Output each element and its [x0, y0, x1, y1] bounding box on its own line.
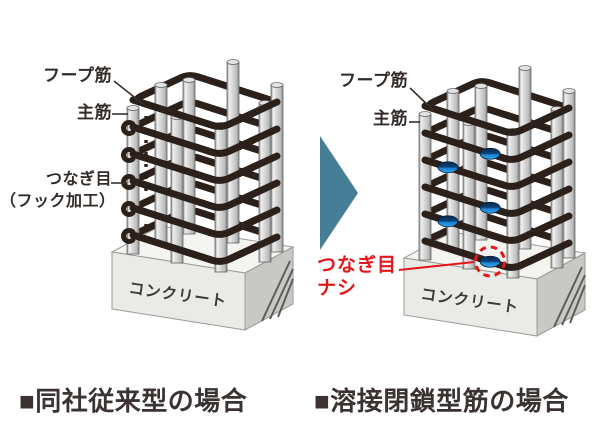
- red-leader-line: [398, 261, 475, 271]
- label-no-joint-line1: つなぎ目: [317, 255, 398, 276]
- main-bar-cap: [226, 59, 240, 65]
- hoop-bar-front: [421, 102, 573, 136]
- label-main-bar-left: 主筋: [77, 103, 112, 122]
- weld-spot: [479, 255, 501, 268]
- hoop-bar-front: [421, 156, 573, 190]
- label-joint-hook-left: つなぎ目 （フック加工）: [0, 169, 116, 213]
- concrete-hatch-line: [553, 266, 583, 328]
- highlight-circle: [474, 245, 506, 278]
- weld-spot: [437, 161, 459, 174]
- hook-joint: [121, 120, 136, 136]
- hoop-bar-front: [421, 129, 573, 163]
- weld-spot: [437, 215, 459, 228]
- cage-conventional: [110, 59, 295, 331]
- main-bar-cap: [270, 82, 284, 88]
- main-bar: [214, 124, 228, 273]
- main-bar-cap: [154, 82, 168, 88]
- hoop-bar-front: [421, 210, 573, 244]
- concrete-hatch-line: [269, 268, 294, 320]
- cage-welded-closed: [402, 65, 587, 337]
- weld-spot: [479, 201, 501, 214]
- main-bar-cap: [446, 88, 460, 94]
- hoop-bar-front: [129, 204, 281, 238]
- hook-joint: [121, 147, 136, 163]
- main-bar-cap: [418, 111, 432, 117]
- main-bar: [182, 79, 196, 235]
- caption-conventional: ■同社従来型の場合: [19, 386, 248, 416]
- main-bar: [506, 130, 520, 279]
- concrete-hatch-line: [569, 284, 586, 324]
- hoop-bar-front: [129, 123, 281, 157]
- hook-joint: [121, 228, 136, 244]
- hoop-bar-front: [129, 150, 281, 184]
- concrete-hatch-line: [561, 274, 586, 326]
- main-bar: [562, 90, 576, 259]
- concrete-hatch-line: [261, 260, 291, 322]
- main-bar: [474, 85, 488, 241]
- main-bar-cap: [562, 88, 576, 94]
- label-no-joint-line2: ナシ: [317, 278, 358, 299]
- hoop-bar-front: [129, 96, 281, 130]
- caption-welded: ■溶接閉鎖型筋の場合: [314, 386, 569, 416]
- label-no-joint-right: つなぎ目 ナシ: [317, 254, 397, 300]
- label-hoop-bar-left: フープ筋: [43, 66, 112, 85]
- label-hoop-bar-right: フープ筋: [339, 71, 408, 90]
- transition-arrow-icon: [320, 136, 358, 250]
- hoop-bar-front: [421, 183, 573, 217]
- label-main-bar-right: 主筋: [373, 109, 408, 128]
- weld-spot: [479, 147, 501, 160]
- concrete-hatch-line: [277, 278, 294, 318]
- hoop-bar-front: [129, 231, 281, 265]
- leader-line: [113, 80, 144, 105]
- main-bar: [270, 84, 284, 253]
- hook-joint: [121, 201, 136, 217]
- hoop-bar-front: [129, 177, 281, 211]
- main-bar-cap: [126, 105, 140, 111]
- label-joint-hook-line2: （フック加工）: [0, 193, 116, 210]
- leader-line: [409, 87, 434, 111]
- main-bar-cap: [182, 77, 196, 83]
- label-joint-hook-line1: つなぎ目: [45, 171, 112, 188]
- main-bar-cap: [474, 83, 488, 89]
- hook-joint: [121, 174, 136, 190]
- main-bar-cap: [518, 65, 532, 71]
